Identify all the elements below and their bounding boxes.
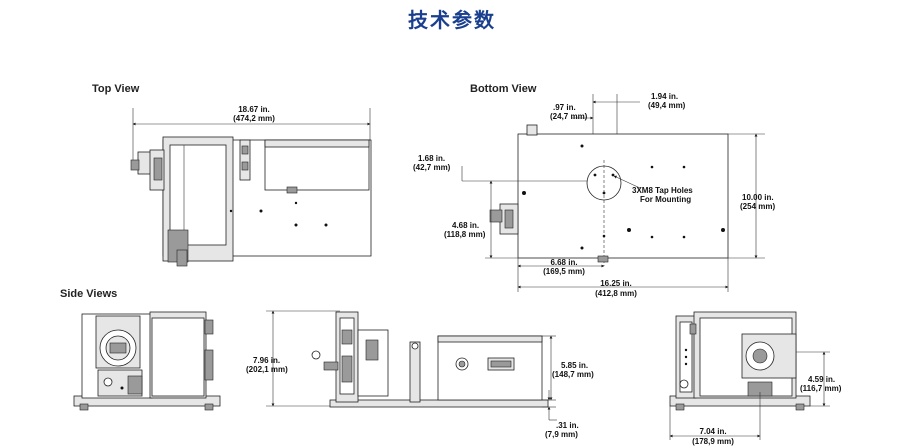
side-796-mm: (202,1 mm) — [246, 365, 288, 374]
side-704-in: 7.04 in. — [699, 427, 726, 436]
side-31-in: .31 in. — [556, 421, 579, 430]
bottom-468-mm: (118,8 mm) — [444, 230, 486, 239]
bottom-168-in: 1.68 in. — [418, 154, 445, 163]
bottom-194-mm: (49,4 mm) — [648, 101, 686, 110]
bottom-view-drawing: .97 in. (24,7 mm) 1.94 in. (49,4 mm) 1.6… — [413, 92, 775, 298]
bottom-468-in: 4.68 in. — [452, 221, 479, 230]
bottom-194-in: 1.94 in. — [651, 92, 678, 101]
bottom-1625-in: 16.25 in. — [600, 279, 632, 288]
top-view-drawing: 18.67 in. (474,2 mm) — [130, 105, 372, 267]
side-views-label: Side Views — [60, 288, 118, 300]
bottom-1625-mm: (412,8 mm) — [595, 289, 637, 298]
side-view-right-drawing: 4.59 in. (116,7 mm) 7.04 in. (178,9 mm) — [669, 311, 842, 446]
top-width-mm: (474,2 mm) — [233, 114, 275, 123]
side-31-mm: (7,9 mm) — [545, 430, 578, 439]
bottom-668-mm: (169,5 mm) — [543, 267, 585, 276]
top-width-in: 18.67 in. — [238, 105, 270, 114]
side-796-in: 7.96 in. — [253, 356, 280, 365]
side-704-mm: (178,9 mm) — [692, 437, 734, 446]
side-view-left-drawing — [73, 311, 221, 411]
bottom-97-mm: (24,7 mm) — [550, 112, 588, 121]
side-459-in: 4.59 in. — [808, 375, 835, 384]
bottom-1000-in: 10.00 in. — [742, 193, 774, 202]
bottom-view-label: Bottom View — [470, 83, 537, 95]
side-459-mm: (116,7 mm) — [800, 384, 842, 393]
page-title: 技术参数 — [408, 8, 496, 32]
bottom-168-mm: (42,7 mm) — [413, 163, 451, 172]
bottom-1000-mm: (254 mm) — [740, 202, 775, 211]
tap-holes-line2: For Mounting — [640, 195, 691, 204]
side-view-middle-drawing: 7.96 in. (202,1 mm) 5.85 in. (148,7 mm) — [246, 310, 594, 439]
top-view-label: Top View — [92, 83, 140, 95]
side-585-in: 5.85 in. — [561, 361, 588, 370]
tap-holes-line1: 3XM8 Tap Holes — [632, 186, 693, 195]
bottom-668-in: 6.68 in. — [550, 258, 577, 267]
side-585-mm: (148,7 mm) — [552, 370, 594, 379]
bottom-97-in: .97 in. — [553, 103, 576, 112]
